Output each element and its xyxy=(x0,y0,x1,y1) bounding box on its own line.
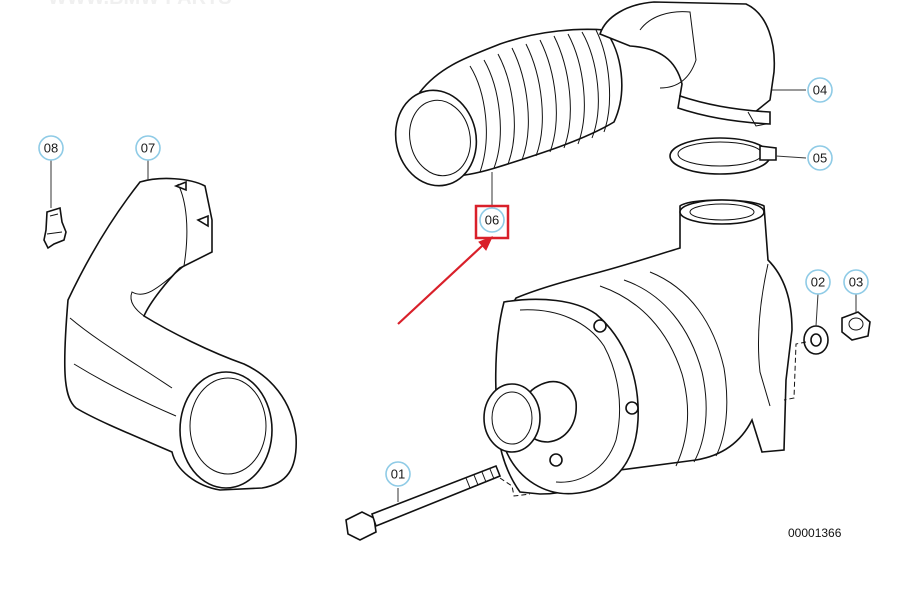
svg-text:07: 07 xyxy=(141,141,155,156)
alternator-housing xyxy=(483,199,793,495)
part-04-elbow[interactable] xyxy=(599,1,776,127)
diagram-code: 00001366 xyxy=(788,526,842,540)
leader-02 xyxy=(815,293,819,327)
highlight-box xyxy=(474,204,510,240)
highlight-arrow xyxy=(397,236,493,325)
watermark-text: WWW.BMW-PARTS xyxy=(48,0,232,9)
assembly-line-bolt xyxy=(499,477,531,497)
part-05-hose-clamp[interactable] xyxy=(669,137,777,175)
leader-05 xyxy=(775,155,807,159)
svg-text:05: 05 xyxy=(813,151,827,166)
part-06-corrugated-hose[interactable] xyxy=(387,28,623,193)
callout-07[interactable]: 07 xyxy=(135,135,161,161)
part-01-bolt[interactable] xyxy=(345,464,502,541)
svg-text:04: 04 xyxy=(813,83,827,98)
callout-08[interactable]: 08 xyxy=(38,135,64,161)
callout-05[interactable]: 05 xyxy=(807,145,833,171)
svg-text:06: 06 xyxy=(485,213,499,228)
callout-02[interactable]: 02 xyxy=(805,269,831,295)
svg-text:01: 01 xyxy=(391,467,405,482)
part-07-intake-duct[interactable] xyxy=(63,177,297,491)
svg-text:02: 02 xyxy=(811,275,825,290)
svg-text:08: 08 xyxy=(44,141,58,156)
callout-04[interactable]: 04 xyxy=(807,77,833,103)
callout-03[interactable]: 03 xyxy=(843,269,869,295)
callout-06[interactable]: 06 xyxy=(474,204,510,240)
part-02-washer[interactable] xyxy=(803,325,829,355)
svg-text:03: 03 xyxy=(849,275,863,290)
part-03-nut[interactable] xyxy=(841,311,871,341)
part-08-clip[interactable] xyxy=(43,206,67,250)
callout-01[interactable]: 01 xyxy=(385,461,411,487)
